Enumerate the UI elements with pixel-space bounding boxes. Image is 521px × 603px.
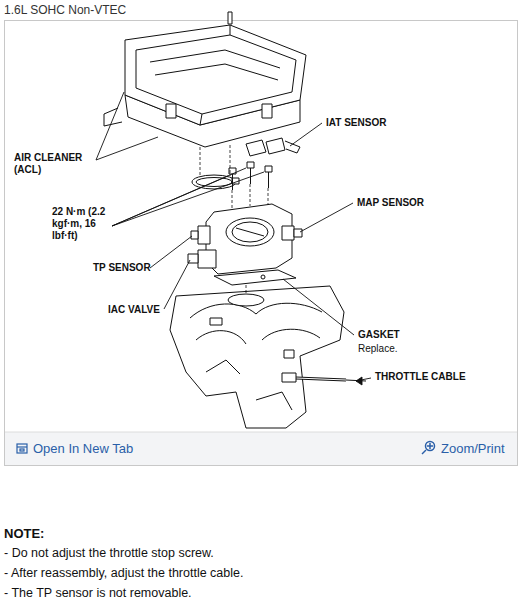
note-heading: NOTE: xyxy=(4,526,44,542)
toolbar-rule xyxy=(5,432,517,433)
note-line: - Do not adjust the throttle stop screw. xyxy=(4,546,214,561)
iac-valve xyxy=(198,250,216,268)
part-label: TP SENSOR xyxy=(93,262,151,274)
note-line: - The TP sensor is not removable. xyxy=(4,586,192,601)
part-label: AIR CLEANER (ACL) xyxy=(14,152,98,176)
note-line: - After reassembly, adjust the throttle … xyxy=(4,566,243,581)
gasket xyxy=(214,270,296,285)
torque-spec: 22 N·m (2.2 kgf·m, 16 lbf·ft) xyxy=(52,206,110,242)
zoom-icon xyxy=(422,442,435,455)
page-title: 1.6L SOHC Non-VTEC xyxy=(4,3,126,17)
part-label: GASKET xyxy=(358,329,400,341)
tp-sensor xyxy=(198,226,210,244)
bolts xyxy=(229,162,272,190)
iat-sensor xyxy=(246,140,266,156)
part-label: IAT SENSOR xyxy=(326,117,386,129)
throttle-bore xyxy=(226,218,274,246)
parts-drawing xyxy=(104,12,366,428)
map-sensor xyxy=(282,226,294,240)
intake-manifold xyxy=(170,286,344,428)
throttle-cable xyxy=(296,378,346,380)
air-cleaner-lid xyxy=(125,25,306,125)
snorkel xyxy=(104,108,122,126)
assembly-guides xyxy=(200,145,268,294)
open-tab-icon xyxy=(17,444,27,453)
leader-lines xyxy=(96,92,371,385)
toolbar xyxy=(5,432,517,465)
toolbar-link: Open In New Tab xyxy=(33,441,133,457)
part-label: THROTTLE CABLE xyxy=(375,371,466,383)
clip xyxy=(166,104,176,118)
throttle-body xyxy=(206,204,292,274)
bolt xyxy=(228,12,232,24)
toolbar-link: Zoom/Print xyxy=(441,441,505,457)
part-label: MAP SENSOR xyxy=(357,197,424,209)
part-label: IAC VALVE xyxy=(108,304,160,316)
image-frame xyxy=(5,21,518,466)
part-note: Replace. xyxy=(358,343,397,355)
